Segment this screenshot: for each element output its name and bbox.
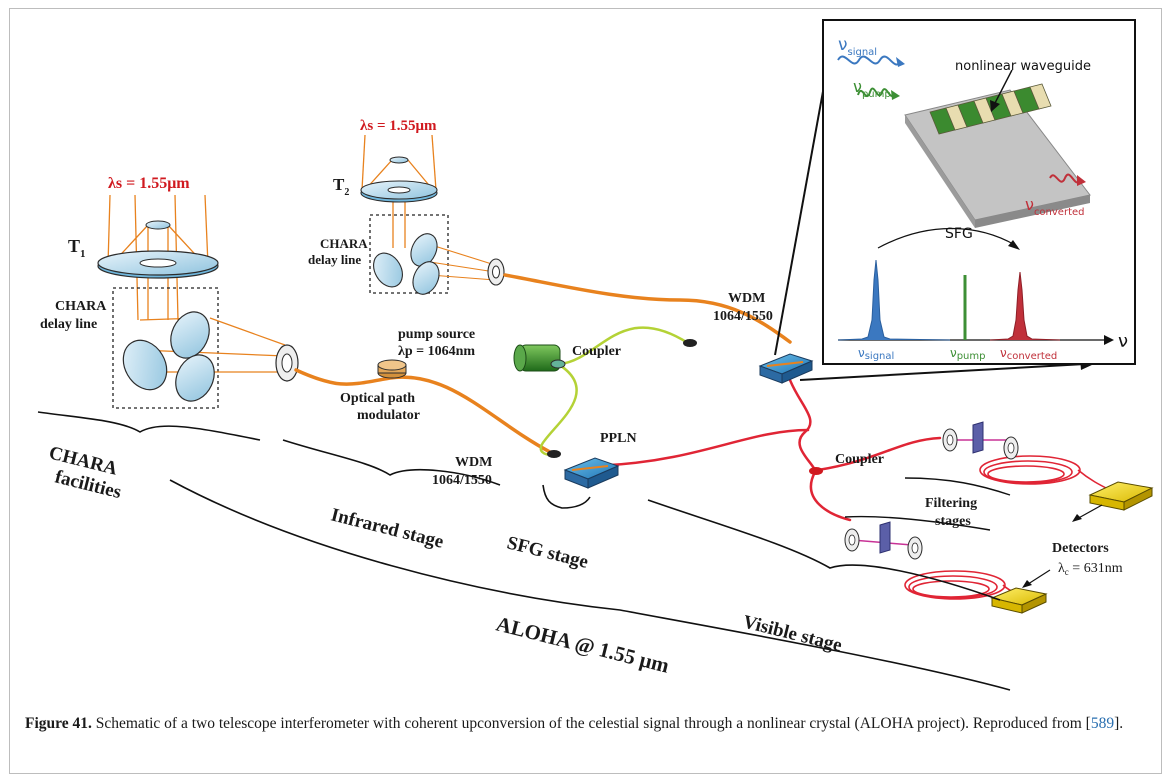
aloha-schematic: λs = 1.55μm T1 CHARA delay line λs = 1.5… (37, 19, 1154, 691)
detector-pointer-bottom-head (1022, 580, 1032, 588)
caption-text: Schematic of a two telescope interferome… (91, 715, 1091, 732)
delay-line-2 (369, 214, 505, 295)
fiber-branch-top (816, 436, 942, 472)
fiber-visible (608, 428, 810, 467)
t2-wavelength: λs = 1.55μm (360, 118, 437, 134)
stage-braces (37, 411, 1011, 691)
stage-sfg: SFG stage (505, 532, 590, 572)
filtering-stage-bottom (844, 521, 923, 560)
sfg-spectrum (837, 227, 1114, 345)
filtering-label-1: Filtering (925, 496, 977, 511)
opm-label-1: Optical path (340, 391, 415, 406)
inset-axis-converted: νconverted (1000, 346, 1057, 362)
pump-label-2: λp = 1064nm (398, 344, 475, 359)
delay-line-1-title: CHARA (55, 299, 107, 314)
wdm-top-label-2: 1064/1550 (713, 309, 773, 324)
fiber-to-coupler (788, 378, 817, 472)
fiber-infrared-2 (503, 273, 792, 344)
stage-visible: Visible stage (741, 611, 844, 656)
caption-figure-number: Figure 41. (25, 715, 92, 732)
telescope-t2 (360, 134, 438, 248)
fiber-pump-top (558, 326, 690, 366)
telescope-t1 (97, 194, 219, 321)
pump-laser (513, 344, 561, 372)
ppln-crystal (563, 457, 620, 489)
brace-sfg (542, 484, 591, 509)
inset-nu-signal: νsignal (838, 35, 877, 58)
delay-line-2-title: CHARA (320, 236, 368, 251)
pump-label-1: pump source (398, 327, 475, 342)
fiber-coils (904, 455, 1111, 600)
coupler-visible (809, 467, 823, 475)
stage-infrared: Infrared stage (329, 504, 446, 552)
coupler-pump-label: Coupler (572, 344, 621, 359)
coupler-visible-label: Coupler (835, 452, 884, 467)
t1-label: T1 (68, 236, 86, 260)
filtering-brace-bottom (844, 515, 991, 531)
opm-label-2: modulator (357, 408, 420, 423)
wdm-bottom (547, 450, 561, 458)
brace-chara (37, 411, 261, 441)
t1-wavelength: λs = 1.55μm (108, 175, 190, 192)
delay-line-2-subtitle: delay line (308, 252, 361, 267)
detector-top (1088, 481, 1154, 511)
t2-label: T2 (333, 175, 349, 198)
lambda-c-label: λc = 631nm (1058, 561, 1123, 577)
filtering-brace-top (904, 477, 1011, 496)
inset-sfg-label: SFG (945, 226, 973, 242)
wdm-bottom-label-2: 1064/1550 (432, 473, 492, 488)
inset-axis-signal: νsignal (858, 346, 894, 362)
wdm-bottom-label-1: WDM (455, 455, 492, 470)
brace-aloha (169, 479, 1011, 691)
inset-waveguide-label: nonlinear waveguide (955, 59, 1091, 74)
coupler-pump (550, 359, 566, 369)
detector-pointer-top-head (1072, 514, 1082, 522)
waveguide-box (758, 353, 814, 384)
caption-reference-link[interactable]: 589 (1090, 715, 1115, 732)
wdm-top-label-1: WDM (728, 291, 765, 306)
brace-visible (647, 499, 1001, 601)
detector-bottom (990, 587, 1048, 614)
delay-line-1-subtitle: delay line (40, 317, 97, 332)
filtering-stage-top (942, 421, 1019, 460)
fiber-pump-bottom (539, 362, 578, 457)
inset-axis-pump: νpump (950, 346, 985, 362)
ppln-label: PPLN (600, 431, 637, 446)
fiber-branch-bottom (809, 470, 852, 522)
detectors-label: Detectors (1052, 541, 1109, 556)
caption-end: ]. (1114, 715, 1124, 732)
inset-axis-label: ν (1118, 331, 1128, 352)
figure-caption: Figure 41. Schematic of a two telescope … (25, 714, 1145, 734)
optical-path-modulator (377, 359, 407, 379)
delay-line-1 (112, 287, 299, 409)
stage-aloha: ALOHA @ 1.55 μm (494, 612, 672, 678)
inset-nu-pump: νpump (853, 77, 891, 100)
inset-nu-converted: νconverted (1025, 195, 1085, 218)
wdm-top (683, 339, 697, 347)
brace-infrared (282, 439, 501, 486)
fiber-infrared-1 (294, 368, 552, 454)
